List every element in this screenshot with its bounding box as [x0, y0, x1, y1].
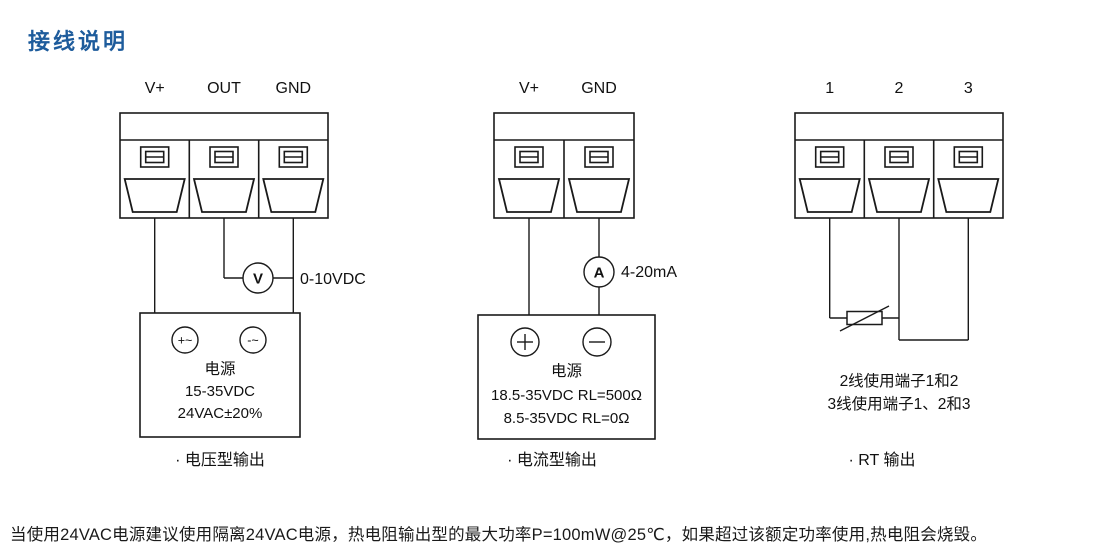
screw-outer — [953, 146, 984, 168]
terminal-label: V+ — [145, 80, 165, 97]
wire-clamp-icon — [497, 178, 561, 213]
supply-spec: 18.5-35VDC RL=500Ω — [491, 387, 642, 404]
rt-note: 2线使用端子1和2 — [840, 372, 959, 390]
terminal-label: GND — [581, 80, 617, 97]
meter-letter: A — [594, 265, 605, 282]
wiring — [153, 218, 294, 313]
supply-spec: 15-35VDC — [185, 383, 255, 400]
thermistor-icon — [839, 305, 890, 332]
meter-circle — [583, 256, 615, 288]
ammeter-icon: A — [583, 256, 615, 288]
terminal-label: V+ — [519, 80, 539, 97]
wire-clamp-icon — [798, 178, 861, 213]
minus-terminal-icon — [582, 327, 612, 357]
screw-terminal-icon — [814, 146, 845, 168]
meter-circle — [242, 262, 274, 294]
thermistor-stroke — [839, 305, 890, 332]
screw-terminal-icon — [953, 146, 984, 168]
meter-range-label: 4-20mA — [621, 264, 677, 281]
ac-plus-terminal-icon: +~ — [171, 326, 199, 354]
section-caption: · 电压型输出 — [175, 451, 265, 469]
terminal-block-3pin — [794, 112, 1004, 219]
screw-terminal-icon — [514, 146, 544, 168]
wiring — [528, 218, 600, 315]
terminal-block-2pin — [493, 112, 635, 219]
rt-output-section: 1 2 3 — [794, 80, 1004, 469]
terminal-label: 1 — [825, 80, 834, 97]
screw-terminal-icon — [884, 146, 914, 168]
wire-clamp-icon — [867, 178, 931, 213]
terminal-label: 3 — [964, 80, 973, 97]
block-outline — [794, 112, 1004, 219]
screw-outer — [884, 146, 914, 168]
supply-title: 电源 — [204, 360, 235, 378]
footnote-text: 当使用24VAC电源建议使用隔离24VAC电源，热电阻输出型的最大功率P=100… — [10, 526, 988, 544]
terminal-circle — [171, 326, 199, 354]
screw-outer — [139, 146, 170, 168]
terminal-circle — [582, 327, 612, 357]
screw-outer — [514, 146, 544, 168]
wire-clamp-icon — [192, 178, 256, 213]
wire-clamp-icon — [123, 178, 186, 213]
supply-outline — [139, 312, 301, 438]
terminal-sign: +~ — [178, 334, 193, 348]
screw-outer — [814, 146, 845, 168]
terminal-circle — [510, 327, 540, 357]
terminal-label: 2 — [895, 80, 904, 97]
rt-note: 3线使用端子1、2和3 — [828, 395, 971, 413]
terminal-sign: -~ — [247, 334, 258, 348]
current-output-section: V+ GND — [477, 80, 677, 469]
screw-terminal-icon — [278, 146, 309, 168]
ac-minus-terminal-icon: -~ — [239, 326, 267, 354]
meter-letter: V — [253, 271, 263, 288]
screw-outer — [209, 146, 239, 168]
block-outline — [119, 112, 329, 219]
supply-spec: 24VAC±20% — [178, 405, 263, 422]
wire-clamp-icon — [262, 178, 325, 213]
voltage-output-section: V+ OUT GND — [119, 80, 366, 469]
screw-outer — [278, 146, 309, 168]
power-supply-box: +~ -~ 电源 15-35VDC 24VAC±20% — [139, 312, 301, 438]
terminal-block-3pin — [119, 112, 329, 219]
terminal-label: GND — [276, 80, 312, 97]
supply-title: 电源 — [551, 362, 582, 380]
screw-outer — [584, 146, 614, 168]
screw-terminal-icon — [584, 146, 614, 168]
section-caption: · RT 输出 — [849, 451, 916, 469]
voltmeter-icon: V — [242, 262, 274, 294]
plus-terminal-icon — [510, 327, 540, 357]
terminal-label: OUT — [207, 80, 241, 97]
page-title: 接线说明 — [28, 29, 129, 54]
terminal-circle — [239, 326, 267, 354]
section-caption: · 电流型输出 — [507, 451, 597, 469]
supply-spec: 8.5-35VDC RL=0Ω — [504, 410, 630, 427]
wire-clamp-icon — [567, 178, 631, 213]
meter-range-label: 0-10VDC — [300, 271, 366, 288]
wire-clamp-icon — [937, 178, 1000, 213]
screw-terminal-icon — [209, 146, 239, 168]
power-supply-box: 电源 18.5-35VDC RL=500Ω 8.5-35VDC RL=0Ω — [477, 314, 656, 440]
screw-terminal-icon — [139, 146, 170, 168]
supply-outline — [477, 314, 656, 440]
